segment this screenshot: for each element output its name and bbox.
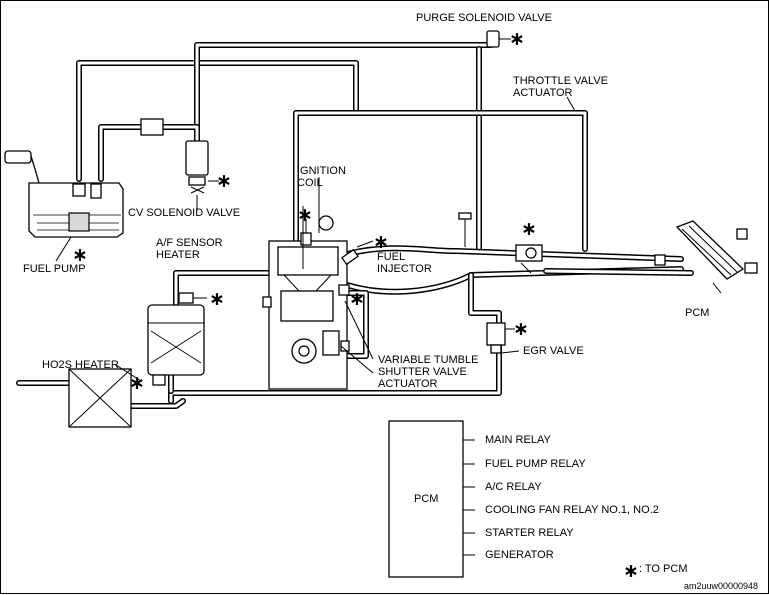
pcm-box-title: PCM: [414, 493, 439, 505]
egr-valve-body: [486, 322, 515, 354]
star-fuel-injector: ∗: [373, 231, 389, 253]
pcm-output-starter-relay: STARTER RELAY: [485, 527, 574, 539]
label-purge-solenoid-valve: PURGE SOLENOID VALVE: [416, 12, 552, 24]
cv-solenoid-valve: [185, 140, 219, 194]
star-egr-valve: ∗: [513, 318, 529, 340]
pcm-output-cooling-fan-relay: COOLING FAN RELAY NO.1, NO.2: [485, 504, 659, 516]
af-sensor-heater: [178, 292, 207, 304]
leader-lines: [55, 195, 722, 382]
muffler: [68, 368, 132, 428]
pcm-block: [388, 420, 475, 578]
label-ho2s-heater: HO2S HEATER: [42, 359, 119, 371]
ignition-coil: [300, 177, 334, 246]
fuel-tank: [4, 150, 124, 238]
canister-filter: [140, 118, 164, 136]
ho2s-heater: [152, 374, 166, 386]
hose-network: [16, 42, 694, 409]
star-purge-valve: ∗: [509, 28, 525, 50]
legend-star: ∗: [623, 560, 639, 582]
throttle-valve-actuator: [515, 96, 576, 274]
label-variable-tumble-shutter-valve-actuator: VARIABLE TUMBLE SHUTTER VALVE ACTUATOR: [378, 354, 479, 390]
pcm-output-fuel-pump-relay: FUEL PUMP RELAY: [485, 458, 586, 470]
label-egr-valve: EGR VALVE: [523, 345, 584, 357]
label-pcm-top: PCM: [685, 307, 710, 319]
star-fuel-pump: ∗: [72, 244, 88, 266]
pcm-output-generator: GENERATOR: [485, 549, 554, 561]
star-ho2s-heater: ∗: [129, 372, 145, 394]
label-fuel-pump: FUEL PUMP: [23, 263, 86, 275]
star-tumble-actuator: ∗: [349, 288, 365, 310]
engine: [262, 240, 350, 390]
star-throttle-actuator: ∗: [521, 218, 537, 240]
purge-solenoid-valve: [486, 30, 511, 48]
catalytic-converter: [147, 304, 205, 376]
label-af-sensor-heater: A/F SENSOR HEATER: [156, 237, 223, 261]
pcm-output-main-relay: MAIN RELAY: [485, 434, 551, 446]
star-af-sensor: ∗: [209, 288, 225, 310]
legend-text: : TO PCM: [639, 563, 688, 575]
pcm-output-ac-relay: A/C RELAY: [485, 481, 542, 493]
maf-sensor-stub: [654, 254, 666, 266]
label-throttle-valve-actuator: THROTTLE VALVE ACTUATOR: [513, 75, 608, 99]
label-fuel-injector: FUEL INJECTOR: [377, 251, 432, 275]
air-cleaner: [675, 220, 758, 280]
image-code: am2uuw00000948: [684, 581, 759, 591]
star-cv-solenoid: ∗: [216, 170, 232, 192]
fuel-injector: [341, 240, 374, 266]
label-cv-solenoid-valve: CV SOLENOID VALVE: [128, 207, 241, 219]
intake-sensor-stub: [458, 212, 472, 220]
star-ignition-coil: ∗: [297, 204, 313, 226]
label-ignition-coil: IGNITION COIL: [297, 165, 346, 189]
